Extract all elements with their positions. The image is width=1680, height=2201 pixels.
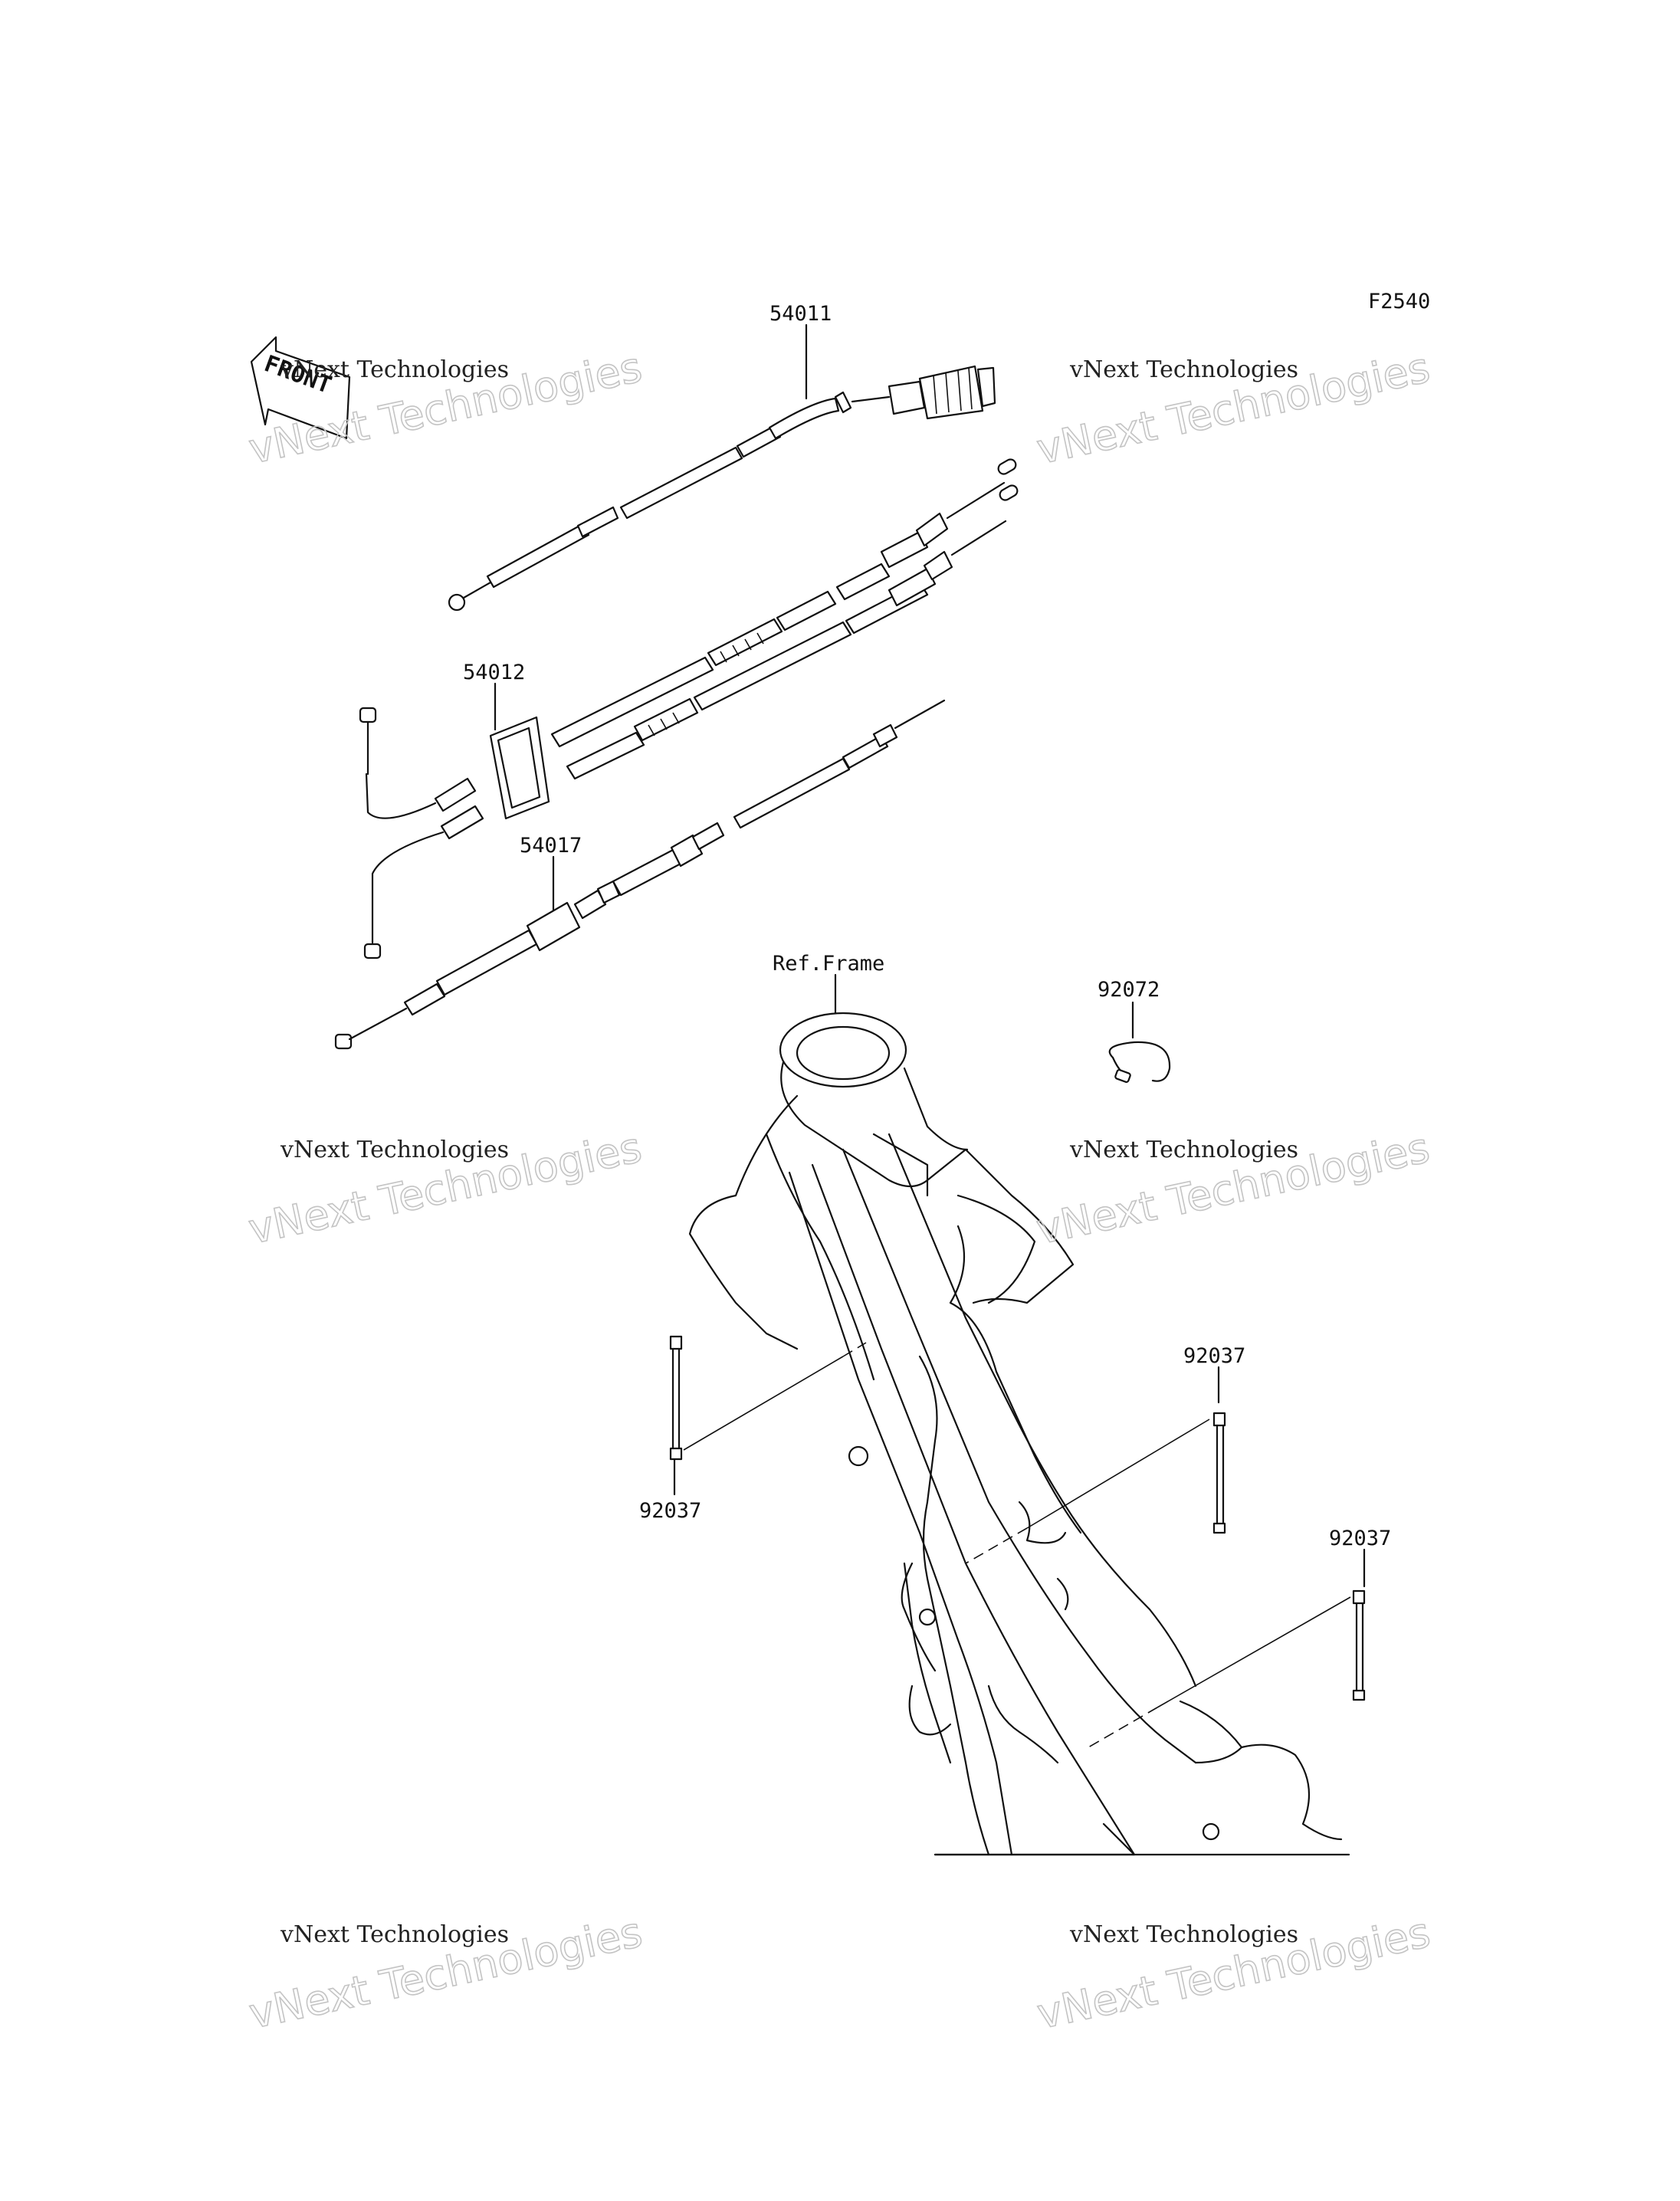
label-92037-left: 92037 bbox=[639, 1499, 701, 1523]
watermark: vNext Technologies vNext Technologies bbox=[244, 1123, 646, 1255]
clamp-92037-left bbox=[669, 1335, 867, 1496]
svg-text:vNext Technologies: vNext Technologies bbox=[280, 356, 509, 383]
clamp-92037-right bbox=[1088, 1548, 1366, 1748]
label-92037-right: 92037 bbox=[1329, 1527, 1391, 1550]
cable-54011 bbox=[448, 323, 996, 612]
label-54017: 54017 bbox=[520, 834, 582, 858]
watermark: vNext Technologies vNext Technologies bbox=[1032, 343, 1435, 474]
cable-54017 bbox=[334, 699, 946, 1050]
svg-text:vNext Technologies: vNext Technologies bbox=[280, 1921, 509, 1948]
watermark: vNext Technologies vNext Technologies bbox=[244, 1907, 647, 2039]
svg-text:vNext Technologies: vNext Technologies bbox=[1069, 1137, 1298, 1163]
clamp-92072 bbox=[1108, 1001, 1171, 1083]
svg-text:vNext Technologies: vNext Technologies bbox=[280, 1137, 509, 1163]
cable-54012 bbox=[359, 458, 1019, 959]
clamp-92037-mid bbox=[965, 1366, 1226, 1564]
frame bbox=[688, 973, 1350, 1856]
label-92037-mid: 92037 bbox=[1183, 1344, 1245, 1368]
label-54012: 54012 bbox=[463, 661, 525, 684]
svg-text:vNext Technologies: vNext Technologies bbox=[1069, 1921, 1298, 1948]
label-54011: 54011 bbox=[769, 302, 832, 326]
label-92072: 92072 bbox=[1098, 978, 1160, 1002]
watermark: vNext Technologies vNext Technologies bbox=[1032, 1123, 1434, 1255]
svg-text:vNext Technologies: vNext Technologies bbox=[1069, 356, 1298, 383]
watermark: vNext Technologies vNext Technologies bbox=[1032, 1907, 1435, 2039]
label-ref-frame: Ref.Frame bbox=[773, 952, 884, 976]
diagram-code: F2540 bbox=[1368, 290, 1430, 313]
